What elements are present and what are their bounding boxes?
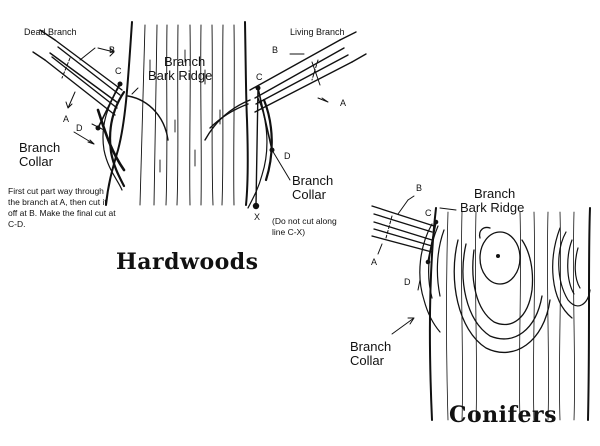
living-branch-label: Living Branch [290,27,345,37]
hardwood-collar-left-line-2: Collar [19,154,53,169]
living-branch [249,31,367,113]
hardwood-collar-right [247,97,273,209]
conifer-letter-d: D [404,277,411,287]
conifer-knot-right [552,227,591,319]
hardwood-letter-d-right: D [284,151,291,161]
conifer-collar-line-1: Branch [350,339,392,354]
cut-warning-line-2: line C-X) [272,227,306,237]
conifer-bark-grain [446,211,575,421]
conifer-cut-lines [385,199,437,263]
hardwood-collar-right-line-1: Branch [292,173,334,188]
hardwood-letter-d-left: D [76,123,83,133]
hardwood-letter-a-left: A [63,114,70,124]
pruning-instructions: First cut part way through the branch at… [8,186,116,229]
hardwood-letter-a-right: A [340,98,347,108]
dead-branch-label: Dead Branch [24,27,77,37]
conifer-knot-dot [496,254,500,258]
conifer-pointer-lines [377,195,457,335]
hardwood-collar-left-line-1: Branch [19,140,61,155]
hardwood-trunk [105,21,249,206]
conifer-letter-c: C [425,208,432,218]
conifer-collar-label: Branch Collar [350,340,391,368]
hardwood-bark-ridge [127,95,251,141]
dead-branch [32,29,123,116]
conifer-knot-center [453,226,551,353]
hardwood-pointer-lines [65,47,329,181]
conifer-bark-ridge-line-1: Branch [474,186,516,201]
hardwood-bark-ridge-line-1: Branch [164,54,206,69]
hardwood-letter-c-left: C [115,66,122,76]
hardwoods-title: Hardwoods [116,249,259,275]
hardwood-collar-left-label: Branch Collar [19,141,60,169]
cut-warning-line-1: (Do not cut along [272,216,337,226]
hardwood-letter-b-left: B [109,45,116,55]
conifer-cut-dots [425,219,439,265]
hardwood-bark-ridge-label: Branch Bark Ridge [148,54,212,83]
hardwood-bark-ridge-line-2: Bark Ridge [148,68,213,83]
conifer-bark-ridge-line-2: Bark Ridge [460,200,525,215]
hardwood-cut-lines [61,47,321,206]
conifer-bark-ridge-label: Branch Bark Ridge [460,186,524,215]
conifers-title: Conifers [449,402,557,428]
hardwood-letter-x: X [254,212,261,222]
hardwood-bark-grain [139,24,235,206]
conifer-letter-b: B [416,183,423,193]
conifer-trunk [428,207,591,421]
cut-warning: (Do not cut along line C-X) [272,216,337,238]
hardwood-collar-right-label: Branch Collar [292,174,333,202]
hardwood-letter-b-right: B [272,45,279,55]
conifer-collar-line-2: Collar [350,353,384,368]
hardwood-collar-right-line-2: Collar [292,187,326,202]
conifer-letter-a: A [371,257,378,267]
hardwood-letter-c-right: C [256,72,263,82]
